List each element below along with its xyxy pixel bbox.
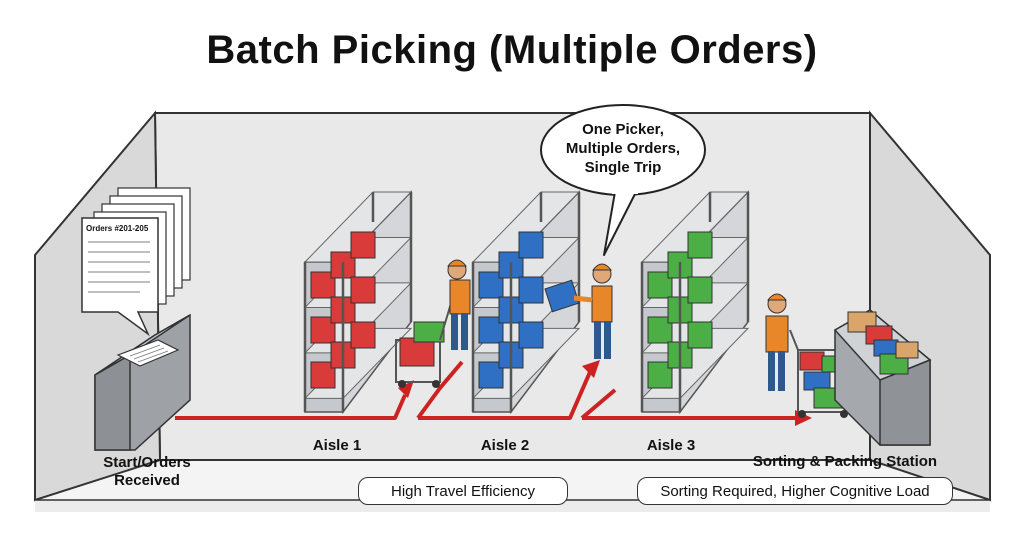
picker-aisle-2 [544,263,613,359]
callout-bubble [540,104,706,256]
con-note: Sorting Required, Higher Cognitive Load [637,477,953,505]
stock-box [518,321,544,349]
start-label: Start/Orders Received [82,454,212,490]
shelf-aisle-2 [471,190,581,415]
stock-box [687,231,713,259]
aisle-1-label: Aisle 1 [312,437,362,454]
callout-line: Multiple Orders, [565,140,681,157]
stock-box [647,316,673,344]
shelving-units [303,190,750,415]
callout-text: One Picker, Multiple Orders, Single Trip [548,120,698,177]
stock-box [350,231,376,259]
picker-aisle-1 [395,259,471,388]
start-desk [94,313,191,451]
stock-box [350,276,376,304]
stock-box [687,276,713,304]
stock-box [518,231,544,259]
path-arrow [175,360,795,420]
station-label: Sorting & Packing Station [752,453,938,470]
callout-line: One Picker, [582,121,664,138]
stock-box [518,276,544,304]
stock-box [350,321,376,349]
aisle-3-label: Aisle 3 [646,437,696,454]
stock-box [687,321,713,349]
packing-station [833,309,932,446]
start-label-line: Start/Orders [103,454,191,471]
diagram-title: Batch Picking (Multiple Orders) [206,28,818,72]
start-label-line: Received [114,472,180,489]
shelf-aisle-3 [640,190,750,415]
callout-line: Single Trip [584,159,662,176]
shelf-aisle-1 [303,190,413,415]
orders-label: Orders #201-205 [86,224,149,233]
pro-note: High Travel Efficiency [358,477,568,505]
orders-stack [81,187,191,337]
aisle-2-label: Aisle 2 [480,437,530,454]
